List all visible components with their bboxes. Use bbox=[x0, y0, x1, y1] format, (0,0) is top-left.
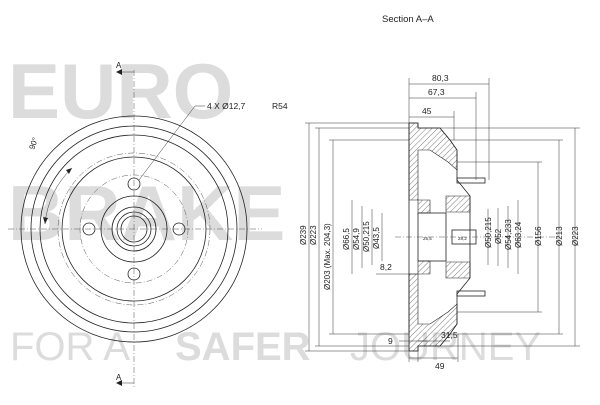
drum-inner-circle bbox=[61, 156, 207, 302]
watermark-line2: BRAKE bbox=[8, 169, 285, 257]
hub-bore-circle bbox=[116, 211, 152, 247]
angle-arrow-bottom bbox=[43, 217, 48, 224]
watermark: EURO BRAKE FOR A SAFER JOURNEY bbox=[8, 47, 541, 369]
dim-49: 49 bbox=[435, 361, 445, 371]
hatch-flange-top bbox=[445, 195, 471, 213]
bolt-hole-left bbox=[82, 222, 96, 236]
watermark-tagline-b: SAFER bbox=[175, 325, 311, 369]
tiny-label-2: 28,2 bbox=[458, 236, 467, 241]
section-mark-bottom: A bbox=[116, 373, 122, 382]
dim-67-3: 67,3 bbox=[428, 87, 445, 97]
dim-223-right: Ø223 bbox=[571, 226, 580, 246]
dim-156: Ø156 bbox=[534, 226, 543, 246]
drum-inner-dashed-circle bbox=[57, 152, 211, 306]
hatch-hub-top bbox=[417, 199, 431, 214]
dim-8-2: 8,2 bbox=[380, 262, 392, 272]
section-view: 25,5 28,2 80,3 67,3 45 Ø239 Ø223 Ø203 (M… bbox=[299, 73, 580, 371]
bolt-hole-top bbox=[127, 177, 141, 191]
front-view: A A 4 X Ø12,7 R54 90° bbox=[8, 61, 288, 388]
dim-203: Ø203 (Max. 204,3) bbox=[323, 223, 332, 290]
dim-31-5: 31,5 bbox=[441, 330, 458, 340]
bearing-seat bbox=[451, 229, 477, 245]
bolt-circle bbox=[79, 174, 189, 284]
bolt-hole-right bbox=[172, 222, 186, 236]
section-arrow-top bbox=[116, 69, 122, 75]
angle-arrow-top bbox=[66, 168, 72, 174]
hatch-top-wall bbox=[408, 122, 458, 201]
dim-239: Ø239 bbox=[299, 225, 308, 245]
dim-9: 9 bbox=[388, 336, 393, 346]
dim-50-215-left: Ø50,215 bbox=[362, 221, 371, 252]
radius-callout: R54 bbox=[272, 101, 288, 111]
dim-52: Ø52 bbox=[494, 228, 503, 244]
watermark-line1: EURO bbox=[8, 47, 233, 135]
dim-80-3: 80,3 bbox=[432, 73, 449, 83]
hub-bore bbox=[417, 212, 447, 262]
hatch-hub-bottom bbox=[417, 260, 431, 275]
dim-54-9: Ø54,9 bbox=[352, 228, 361, 250]
dim-45: 45 bbox=[422, 106, 432, 116]
dim-223-left: Ø223 bbox=[309, 225, 318, 245]
hatch-flange-bottom bbox=[445, 261, 471, 279]
wheel-stud-top bbox=[456, 177, 486, 184]
drum-rim-circle bbox=[30, 125, 238, 333]
section-mark-top: A bbox=[116, 61, 122, 70]
wheel-stud-bottom bbox=[456, 290, 486, 297]
dim-43-5: Ø43,5 bbox=[372, 227, 381, 249]
dim-63-24: Ø63,24 bbox=[514, 221, 523, 248]
drum-outer-circle bbox=[20, 115, 248, 343]
hub-outer-circle bbox=[100, 195, 168, 263]
hole-leader-line bbox=[138, 105, 196, 181]
bolt-hole-bottom bbox=[127, 267, 141, 281]
dim-50-215-right: Ø50,215 bbox=[484, 217, 493, 248]
dim-66-5: Ø66,5 bbox=[342, 228, 351, 250]
dim-213: Ø213 bbox=[555, 226, 564, 246]
hub-flange-circle bbox=[111, 206, 157, 252]
section-arrow-bottom bbox=[116, 380, 122, 386]
hole-callout: 4 X Ø12,7 bbox=[207, 101, 246, 111]
watermark-tagline-a: FOR A bbox=[10, 325, 130, 369]
angle-label: 90° bbox=[27, 136, 40, 150]
section-title: Section A–A bbox=[382, 14, 434, 25]
tiny-label-1: 25,5 bbox=[423, 236, 432, 241]
dim-54-233: Ø54,233 bbox=[504, 219, 513, 250]
hub-center-bore bbox=[120, 215, 148, 243]
drum-braking-circle bbox=[39, 134, 229, 324]
